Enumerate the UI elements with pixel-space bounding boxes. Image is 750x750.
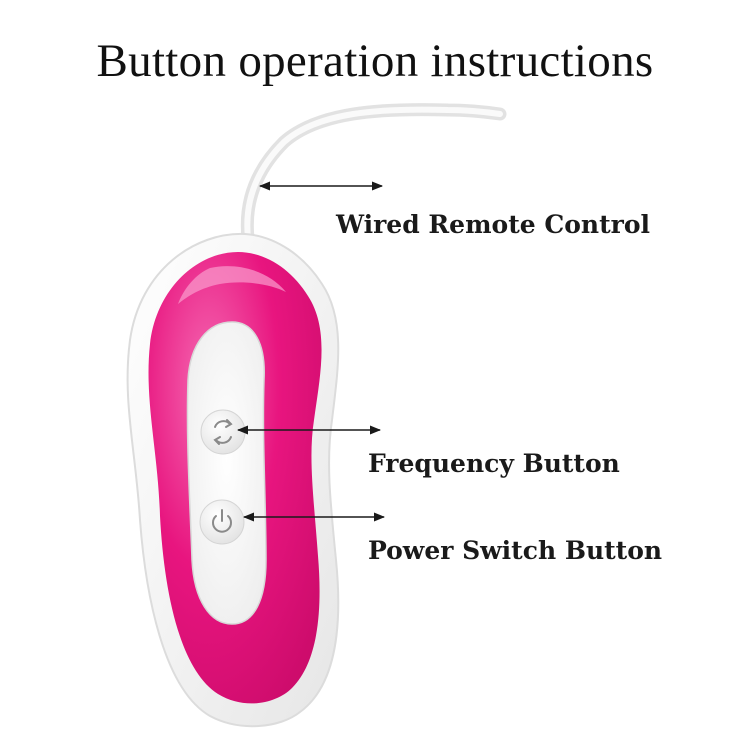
frequency-button-label: Frequency Button (368, 449, 620, 478)
power-switch-button[interactable] (199, 499, 245, 545)
wired-remote-control-label: Wired Remote Control (336, 210, 651, 239)
page-title: Button operation instructions (96, 35, 654, 87)
power-switch-button-label: Power Switch Button (368, 536, 663, 565)
button-panel (186, 321, 267, 625)
frequency-button[interactable] (200, 409, 246, 455)
power-icon (212, 509, 232, 533)
cycle-arrows-icon (213, 419, 233, 445)
